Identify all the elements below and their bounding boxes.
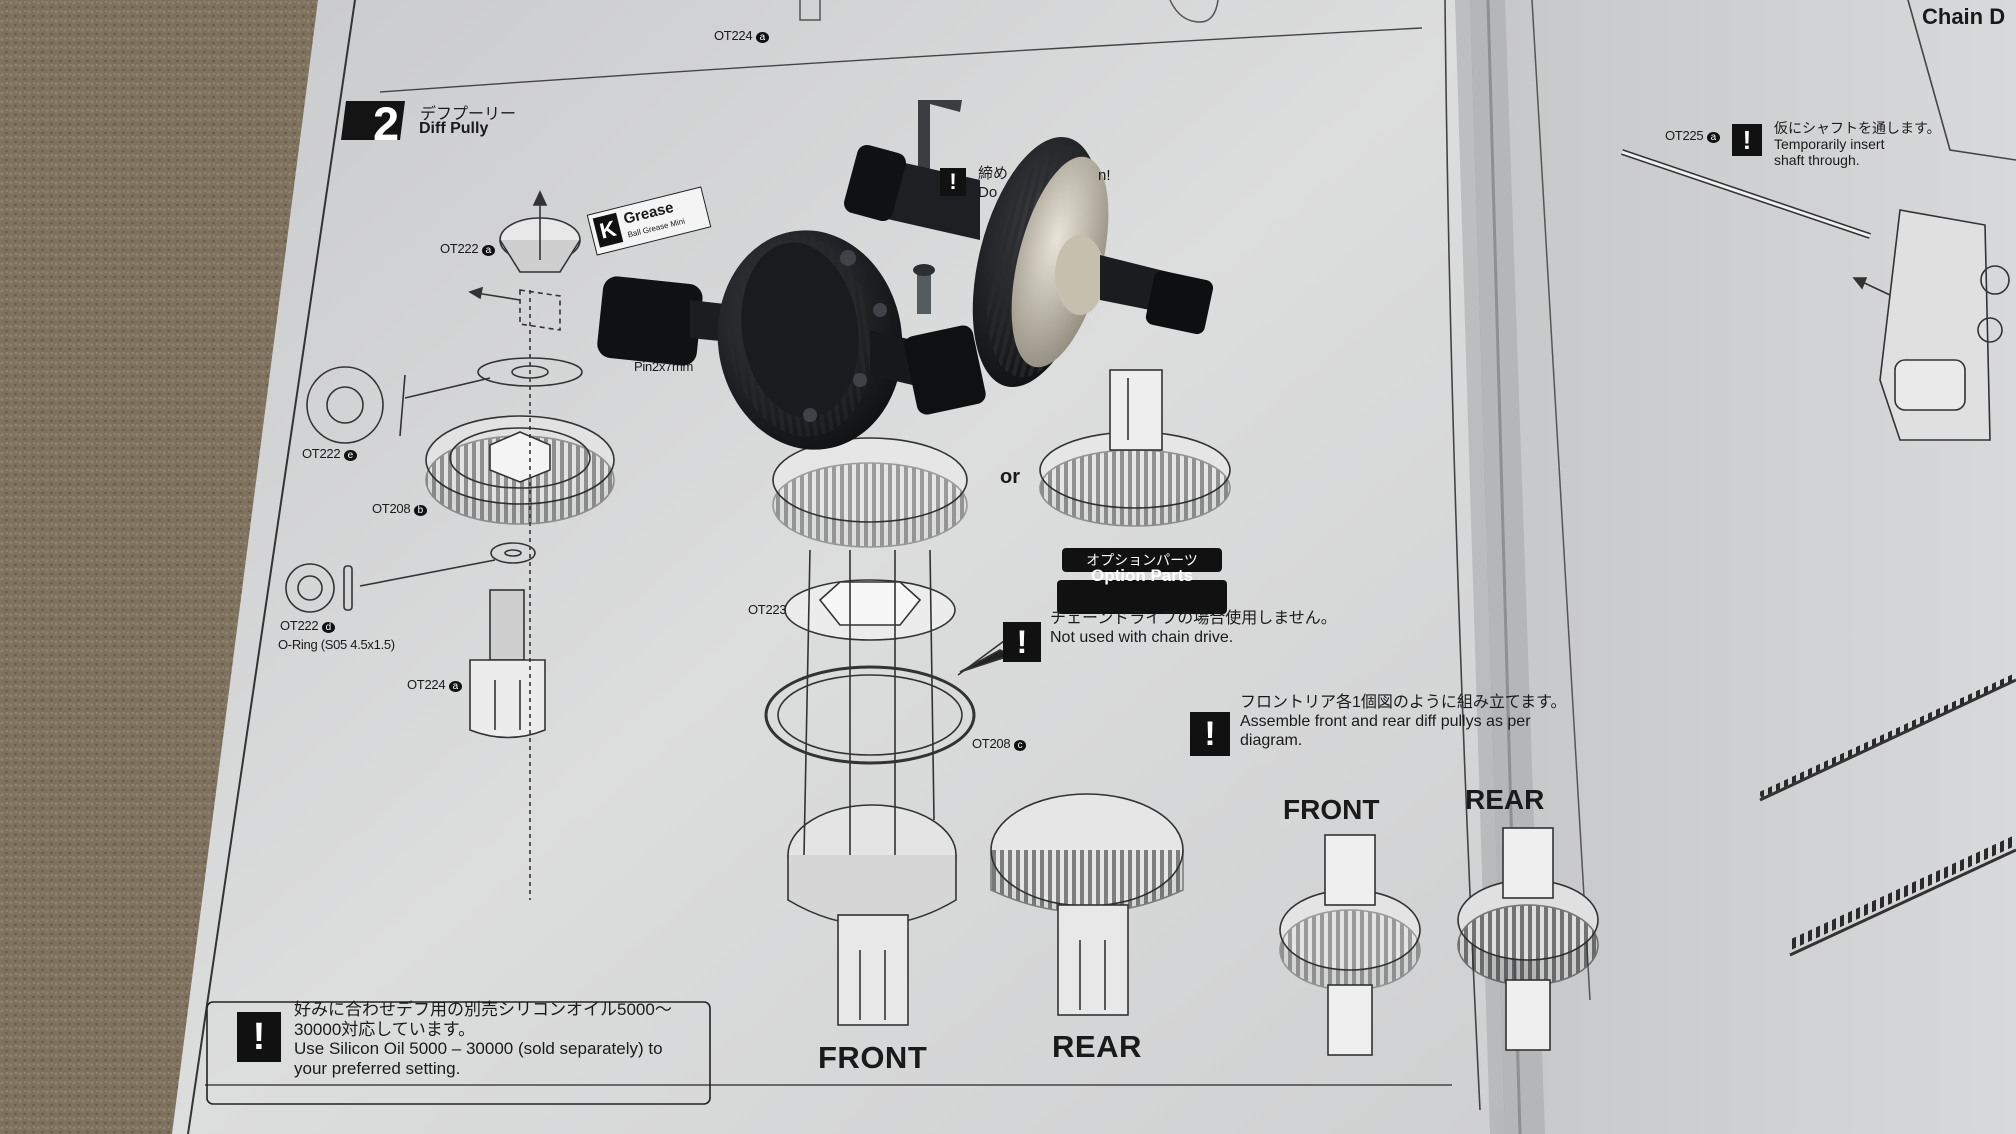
shaft-part-label: OT225 a bbox=[1665, 128, 1720, 143]
rear-label-left: REAR bbox=[1052, 1029, 1142, 1064]
assemble-note-icon: ! bbox=[1190, 712, 1230, 756]
option-parts-en: Option Parts bbox=[1090, 566, 1193, 585]
front-label-right: FRONT bbox=[1283, 794, 1380, 825]
part-label-ot208c: OT208 c bbox=[972, 736, 1027, 751]
or-text: or bbox=[1000, 466, 1020, 488]
partial-note-tail: n! bbox=[1098, 167, 1111, 184]
partial-note: 締め Do bbox=[978, 165, 1009, 201]
pin-label: Pin2x7mm bbox=[634, 359, 694, 374]
option-parts-jp: オプションパーツ bbox=[1062, 548, 1222, 572]
part-label-ot224a: OT224 a bbox=[407, 677, 462, 692]
part-label-ot223: OT223 bbox=[748, 602, 787, 617]
step-number: 2 bbox=[373, 97, 400, 150]
step-title-jp: デフプーリー bbox=[420, 106, 517, 123]
step-title-en: Diff Pully bbox=[419, 120, 489, 137]
part-label-ot222a: OT222 a bbox=[440, 241, 495, 256]
front-diff-assembly bbox=[597, 230, 986, 450]
rear-diff-assembly bbox=[844, 137, 1214, 387]
front-label-left: FRONT bbox=[818, 1040, 928, 1075]
chain-note: チェーンドライブの場合使用しません。 Not used with chain d… bbox=[1050, 610, 1337, 646]
shaft-note: 仮にシャフトを通します。 Temporarily insert shaft th… bbox=[1774, 120, 1941, 168]
part-label-ot222d: OT222 d bbox=[280, 618, 335, 633]
assemble-note: フロントリア各1個図のように組み立てます。 Assemble front and… bbox=[1240, 694, 1567, 749]
part-label-ot222e: OT222 e bbox=[302, 446, 357, 461]
partial-note-icon: ! bbox=[940, 168, 966, 196]
oil-note-icon: ! bbox=[237, 1012, 281, 1062]
chain-heading: Chain D bbox=[1922, 4, 2006, 29]
part-label-ot208b: OT208 b bbox=[372, 501, 427, 516]
rear-label-right: REAR bbox=[1465, 784, 1545, 815]
chain-note-icon: ! bbox=[1003, 622, 1041, 662]
oring-label: O-Ring (S05 4.5x1.5) bbox=[278, 637, 395, 652]
shaft-note-icon: ! bbox=[1732, 124, 1762, 156]
oil-note: 好みに合わせデフ用の別売シリコンオイル5000〜 30000対応しています。 U… bbox=[294, 1000, 672, 1078]
top-part-label: OT224 a bbox=[714, 28, 769, 43]
